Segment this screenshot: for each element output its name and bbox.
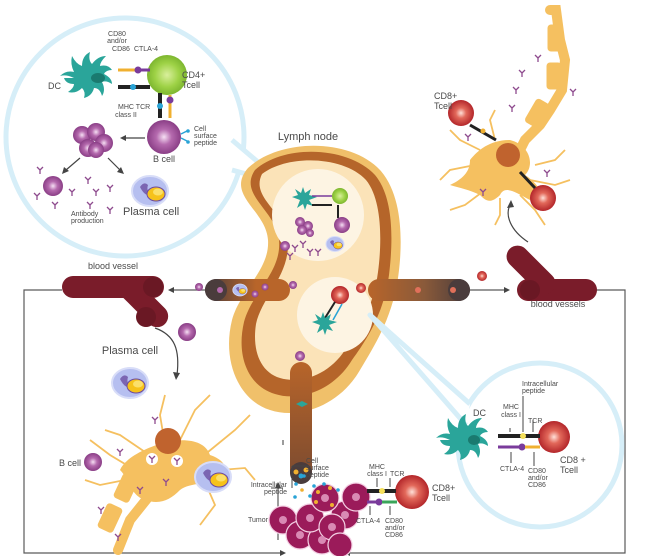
plasma-cell	[111, 367, 149, 399]
label-cd80-3: CD86	[528, 482, 546, 489]
dendritic-cell	[436, 414, 488, 460]
label-cd80-2: and/or	[385, 525, 406, 532]
label-cd80-1: CD80	[385, 518, 403, 525]
arrow-icon	[168, 287, 174, 293]
label-cd80-3: CD86	[112, 46, 130, 53]
neuron-nucleus	[496, 143, 520, 167]
arrow-icon	[504, 287, 510, 293]
cd8-t-cell	[356, 283, 366, 293]
receptor-complex	[118, 66, 174, 118]
label-b-cell: B cell	[153, 154, 175, 164]
vessel-down	[290, 362, 312, 484]
dendritic-cell	[60, 52, 112, 98]
label-tcr: TCR	[136, 104, 150, 111]
callout-cd8-dc	[367, 312, 625, 530]
label-ctla4: CTLA-4	[500, 466, 524, 473]
label-cell-surface-peptide-3: peptide	[306, 472, 329, 479]
label-cell-surface-peptide-2: surface	[306, 465, 329, 472]
b-cell	[84, 453, 102, 471]
receptor-complex	[271, 465, 397, 515]
label-mhc-2: class I	[367, 471, 387, 478]
label-dc: DC	[473, 408, 486, 418]
callout-cd4-b-cell	[3, 15, 288, 259]
label-plasma-cell: Plasma cell	[123, 206, 179, 218]
label-lymph-node: Lymph node	[278, 131, 338, 143]
arrow-icon	[120, 135, 126, 141]
blood-vessel-left	[62, 276, 169, 328]
neuron-nucleus	[155, 428, 181, 454]
label-dc: DC	[48, 81, 61, 91]
b-cell	[295, 351, 305, 361]
vessel-right	[368, 279, 470, 301]
label-intracellular-2: peptide	[264, 489, 287, 496]
vessel-left	[205, 279, 290, 301]
label-mhc-2: class II	[115, 112, 137, 119]
label-antibody-1: Antibody	[71, 211, 99, 218]
plasma-cell	[194, 461, 232, 493]
label-cd8-1: CD8+	[434, 91, 457, 101]
label-cd80-3: CD86	[385, 532, 403, 539]
label-cd4-2: Tcell	[182, 80, 200, 90]
label-blood-vessel: blood vessel	[88, 261, 138, 271]
b-cell-cluster	[73, 123, 113, 158]
tumor-peptides	[293, 474, 340, 507]
label-ctla4: CTLA-4	[134, 46, 158, 53]
label-tcr: TCR	[390, 471, 404, 478]
label-peptide-3: peptide	[194, 140, 217, 147]
mini-cd8-interaction	[312, 286, 349, 335]
label-intracellular-1: Intracellular	[522, 381, 559, 388]
arrow-icon	[117, 167, 124, 174]
arrow-icon	[275, 482, 281, 488]
arrow-icon	[280, 550, 286, 556]
label-tumor: Tumor	[248, 517, 269, 524]
b-cell	[43, 176, 63, 196]
b-cell	[289, 281, 297, 289]
blood-vessels-right	[506, 245, 597, 301]
peptide-icon	[180, 130, 188, 142]
receptor-complex	[498, 396, 540, 466]
label-plasma-cell: Plasma cell	[102, 345, 158, 357]
b-cell	[195, 283, 203, 291]
label-cd4-1: CD4+	[182, 70, 205, 80]
arrow-icon	[62, 167, 69, 174]
label-ctla4: CTLA-4	[356, 518, 380, 525]
label-cell-surface-peptide-1: Cell	[306, 458, 319, 465]
label-cd80-1: CD80	[108, 31, 126, 38]
label-cd8-2: Tcell	[434, 101, 452, 111]
label-intracellular-1: Intracellular	[251, 482, 288, 489]
b-cell	[178, 323, 196, 341]
plasma-cell	[131, 175, 169, 207]
cd8-t-cell	[448, 100, 474, 126]
label-b-cell: B cell	[59, 458, 81, 468]
cd8-t-cell	[395, 475, 429, 509]
label-mhc-2: class I	[501, 412, 521, 419]
label-mhc-1: MHC	[503, 404, 519, 411]
label-cd8-1: CD8 +	[560, 455, 586, 465]
label-mhc-1: MHC	[118, 104, 134, 111]
label-blood-vessels: blood vessels	[531, 299, 586, 309]
arrow-icon	[507, 200, 514, 208]
cd4-t-cell	[147, 55, 187, 95]
label-peptide-2: surface	[194, 133, 217, 140]
label-intracellular-2: peptide	[522, 388, 545, 395]
arrow-icon	[173, 372, 180, 380]
label-cd80-1: CD80	[528, 468, 546, 475]
label-cd8-2: Tcell	[432, 493, 450, 503]
cd8-t-cell	[530, 185, 556, 211]
label-peptide-1: Cell	[194, 126, 207, 133]
label-cd8-2: Tcell	[560, 465, 578, 475]
label-cd80-2: and/or	[107, 38, 128, 45]
label-mhc-1: MHC	[369, 464, 385, 471]
label-cd80-2: and/or	[528, 475, 549, 482]
cd8-t-cell	[477, 271, 487, 281]
label-cd8-1: CD8+	[432, 483, 455, 493]
mini-cd4-interaction	[280, 187, 350, 261]
label-antibody-2: production	[71, 218, 104, 225]
label-tcr: TCR	[528, 418, 542, 425]
b-cell	[147, 120, 181, 154]
cd8-t-cell	[538, 421, 570, 453]
